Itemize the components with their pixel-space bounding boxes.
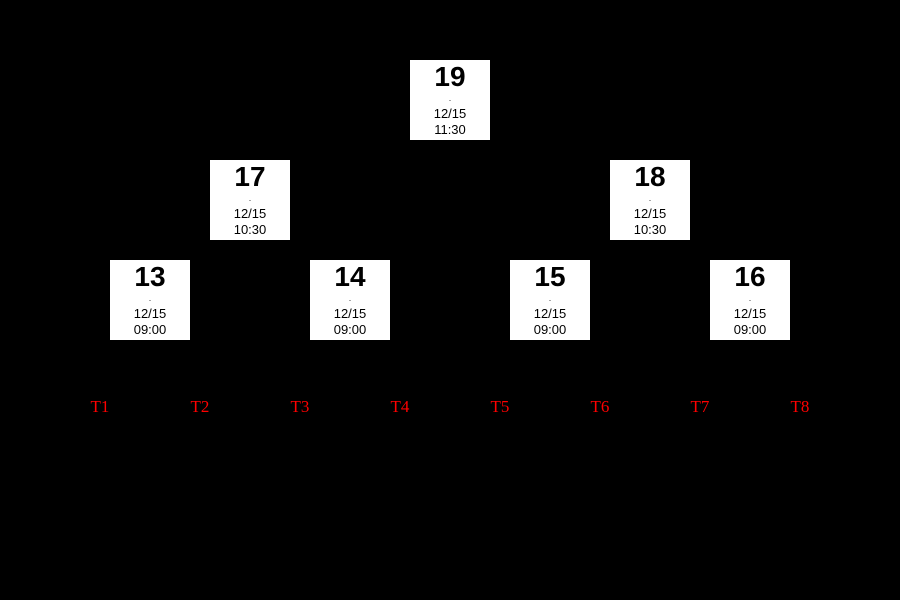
team-slot-t6[interactable]: T6: [590, 397, 610, 416]
match-box-16[interactable]: 16 . 12/15 09:00: [710, 260, 790, 340]
team-slot-t7[interactable]: T7: [690, 397, 710, 416]
match-date: 12/15: [233, 206, 267, 221]
match-separator-dot: .: [348, 293, 352, 303]
match-time: 09:00: [333, 322, 367, 337]
team-slot-t4[interactable]: T4: [390, 397, 410, 416]
match-number: 17: [234, 161, 266, 192]
match-separator-dot: .: [648, 193, 652, 203]
match-number: 16: [734, 261, 766, 292]
match-number: 18: [634, 161, 666, 192]
match-box-13[interactable]: 13 . 12/15 09:00: [110, 260, 190, 340]
match-date: 12/15: [133, 306, 167, 321]
team-slot-t2[interactable]: T2: [190, 397, 210, 416]
team-slot-t3[interactable]: T3: [290, 397, 310, 416]
team-slot-t1[interactable]: T1: [90, 397, 110, 416]
match-number: 14: [334, 261, 366, 292]
team-slot-t5[interactable]: T5: [490, 397, 510, 416]
match-date: 12/15: [433, 106, 467, 121]
match-date: 12/15: [733, 306, 767, 321]
match-separator-dot: .: [448, 93, 452, 103]
match-box-17[interactable]: 17 . 12/15 10:30: [210, 160, 290, 240]
match-time: 11:30: [434, 122, 466, 137]
match-box-19-final[interactable]: 19 . 12/15 11:30: [410, 60, 490, 140]
match-time: 09:00: [533, 322, 567, 337]
match-separator-dot: .: [548, 293, 552, 303]
match-date: 12/15: [333, 306, 367, 321]
match-date: 12/15: [533, 306, 567, 321]
match-time: 09:00: [133, 322, 167, 337]
match-time: 10:30: [633, 222, 667, 237]
match-time: 09:00: [733, 322, 767, 337]
match-number: 13: [134, 261, 166, 292]
match-box-14[interactable]: 14 . 12/15 09:00: [310, 260, 390, 340]
match-date: 12/15: [633, 206, 667, 221]
match-box-15[interactable]: 15 . 12/15 09:00: [510, 260, 590, 340]
match-separator-dot: .: [248, 193, 252, 203]
match-separator-dot: .: [148, 293, 152, 303]
match-number: 19: [434, 61, 466, 92]
match-box-18[interactable]: 18 . 12/15 10:30: [610, 160, 690, 240]
match-separator-dot: .: [748, 293, 752, 303]
team-slot-t8[interactable]: T8: [790, 397, 810, 416]
match-number: 15: [534, 261, 566, 292]
match-time: 10:30: [233, 222, 267, 237]
